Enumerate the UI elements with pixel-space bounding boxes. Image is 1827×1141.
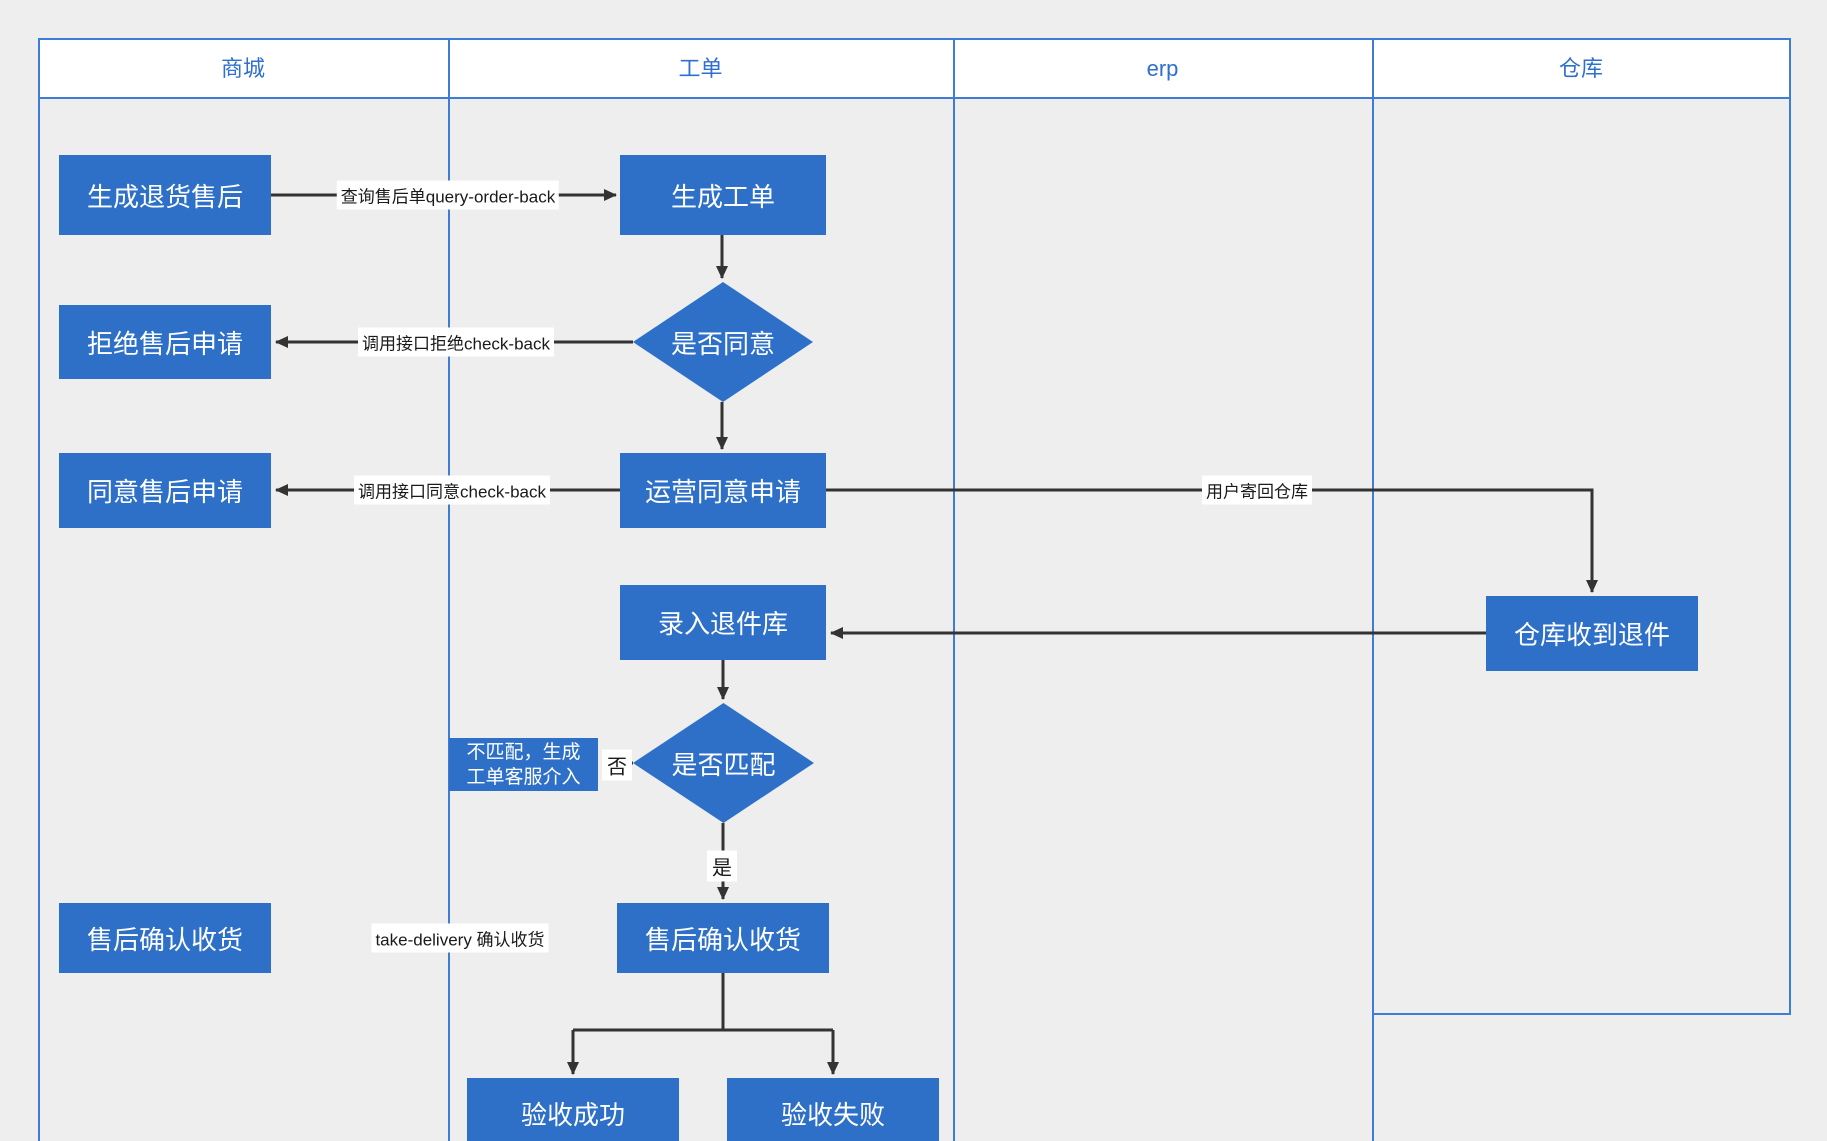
lane-divider-2: [953, 38, 955, 1141]
edge-label-no: 否: [602, 749, 632, 781]
mismatch-note-line1: 不匹配，生成: [466, 741, 581, 763]
edge-label-take-delivery: take-delivery 确认收货: [371, 923, 549, 953]
edge-label-user-ship-back: 用户寄回仓库: [1202, 475, 1312, 505]
lane-header-strip: [39, 39, 1789, 97]
lane-header-mall: 商城: [220, 56, 265, 81]
edge-label-reject-check-back: 调用接口拒绝check-back: [358, 327, 554, 357]
lane-border-top: [38, 38, 1791, 40]
node-accept-fail: 验收失败: [727, 1078, 939, 1141]
node-accept-success: 验收成功: [467, 1078, 679, 1141]
edge-label-agree-check-back: 调用接口同意check-back: [354, 475, 550, 505]
node-ops-approve: 运营同意申请: [620, 453, 826, 528]
node-mismatch-note: 不匹配，生成 工单客服介入: [449, 738, 598, 791]
node-agree-aftersale: 同意售后申请: [59, 453, 271, 528]
lane-warehouse-bottom: [1372, 1013, 1791, 1015]
node-aftersale-confirm-mall: 售后确认收货: [59, 903, 271, 973]
lane-border-right: [1789, 38, 1791, 1015]
lane-divider-3: [1372, 38, 1374, 1141]
node-reject-aftersale: 拒绝售后申请: [59, 305, 271, 379]
lane-divider-1: [448, 38, 450, 1141]
node-enter-return-db: 录入退件库: [620, 585, 826, 660]
lane-border-left: [38, 38, 40, 1141]
lane-header-erp: erp: [1146, 56, 1179, 81]
lane-header-ticket: 工单: [678, 56, 723, 81]
edge-label-yes: 是: [707, 850, 737, 882]
lane-header-warehouse: 仓库: [1558, 56, 1603, 81]
lane-border-header-bottom: [38, 97, 1791, 99]
mismatch-note-line2: 工单客服介入: [466, 766, 581, 788]
edge-label-query-order-back: 查询售后单query-order-back: [336, 180, 560, 210]
node-aftersale-confirm-ticket: 售后确认收货: [617, 903, 829, 973]
node-generate-ticket: 生成工单: [620, 155, 826, 235]
edge-user-ship-back: [826, 488, 1598, 593]
node-warehouse-received: 仓库收到退件: [1486, 596, 1698, 671]
node-generate-return-aftersale: 生成退货售后: [59, 155, 271, 235]
